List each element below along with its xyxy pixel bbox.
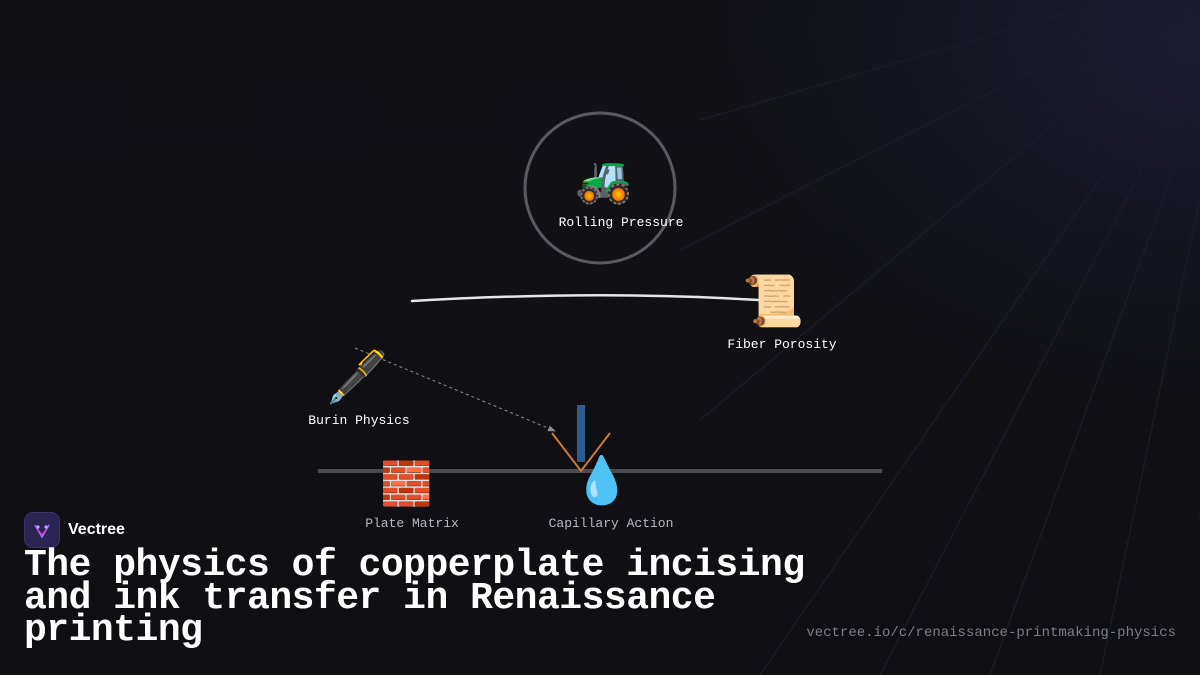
- capillary-action-label: Capillary Action: [548, 516, 674, 531]
- burin-physics-label: Burin Physics: [308, 413, 410, 428]
- brand: Vectree: [24, 512, 125, 548]
- fiber-porosity-label: Fiber Porosity: [727, 337, 837, 352]
- brand-name: Vectree: [68, 521, 125, 538]
- page-title: The physics of copperplate incising and …: [24, 544, 805, 652]
- burin-dashed-arrow: [354, 347, 556, 432]
- source-url: vectree.io/c/renaissance-printmaking-phy…: [806, 625, 1176, 641]
- v-groove: [551, 432, 611, 473]
- burin-bar: [577, 405, 585, 462]
- plate-matrix-label: Plate Matrix: [365, 516, 459, 531]
- roller-circle: [523, 111, 677, 265]
- tractor-icon: 🚜: [575, 152, 633, 206]
- fountain-pen-icon: 🖋️: [326, 348, 389, 406]
- rolling-pressure-label: Rolling Pressure: [558, 215, 684, 230]
- droplet-icon: 💧: [573, 453, 631, 507]
- paper-curve: [410, 293, 760, 303]
- vectree-logo-icon: [24, 512, 60, 548]
- brick-icon: 🧱: [380, 459, 433, 508]
- scroll-icon: 📜: [742, 272, 805, 330]
